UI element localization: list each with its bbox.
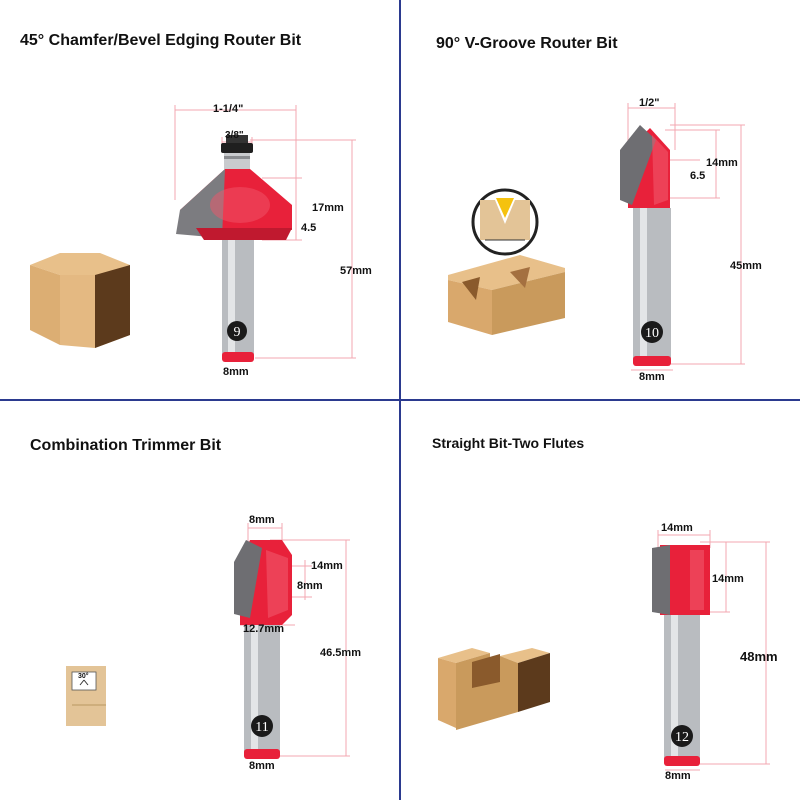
bit-number: 11 [255, 720, 268, 735]
dim-label: 8mm [249, 760, 275, 772]
dim-label: 45mm [730, 260, 762, 272]
dim-label: 12.7mm [243, 623, 284, 635]
chamfered-wood-block [30, 253, 130, 348]
bearing [221, 135, 253, 169]
straight-cutter [652, 545, 710, 615]
panel-combination-trimmer-bit: Combination Trimmer Bit [0, 400, 400, 800]
dim-label: 4.5 [301, 222, 317, 234]
v-groove-bit-drawing: 10 [448, 103, 745, 371]
bit-number: 9 [234, 325, 241, 340]
dim-label: 8mm [249, 514, 275, 526]
bit-number: 12 [675, 730, 689, 745]
dim-label: 57mm [340, 265, 372, 277]
trimmer-cutter [234, 540, 292, 625]
channel-wood-block [438, 648, 550, 730]
bit-number: 10 [645, 326, 659, 341]
panel-title: 45° Chamfer/Bevel Edging Router Bit [20, 32, 302, 49]
panel-v-groove-bit: 90° V-Groove Router Bit [400, 0, 800, 400]
dim-label: 14mm [712, 573, 744, 585]
shank: 10 [633, 208, 671, 366]
panel-title: 90° V-Groove Router Bit [436, 35, 618, 52]
shank: 12 [664, 615, 700, 766]
horizontal-divider [0, 399, 800, 401]
dim-label: 1/2" [639, 97, 660, 109]
dim-label: 8mm [297, 580, 323, 592]
chamfer-bit-drawing: 9 [30, 105, 356, 362]
dim-label: 14mm [661, 522, 693, 534]
straight-bit-drawing: 12 [438, 530, 770, 771]
dim-label: 1-1/4" [213, 103, 244, 115]
inset-angle-label: 30° [78, 673, 89, 680]
dimension-lines [627, 103, 745, 371]
dim-label: 8mm [639, 371, 665, 383]
trimmer-bit-drawing: 11 [66, 523, 350, 759]
v-groove-diagram-inset [471, 188, 539, 256]
v-groove-cutter [620, 125, 670, 208]
dim-label: 46.5mm [320, 647, 361, 659]
profile-inset [66, 666, 106, 726]
chamfer-cutter [176, 169, 292, 240]
dim-label: 14mm [706, 157, 738, 169]
dim-label: 17mm [312, 202, 344, 214]
panel-straight-bit: Straight Bit-Two Flutes [400, 400, 800, 800]
panel-chamfer-bit: 45° Chamfer/Bevel Edging Router Bit [0, 0, 400, 400]
dim-label: 3/8" [225, 130, 244, 141]
dim-label: 6.5 [690, 170, 706, 182]
dim-label: 8mm [665, 770, 691, 782]
panel-title: Combination Trimmer Bit [30, 437, 222, 454]
grooved-wood-block [448, 255, 565, 335]
shank: 9 [222, 240, 254, 362]
shank: 11 [244, 625, 280, 759]
dim-label: 48mm [740, 649, 778, 664]
panel-title: Straight Bit-Two Flutes [432, 435, 585, 451]
dim-label: 8mm [223, 366, 249, 378]
dim-label: 14mm [311, 560, 343, 572]
